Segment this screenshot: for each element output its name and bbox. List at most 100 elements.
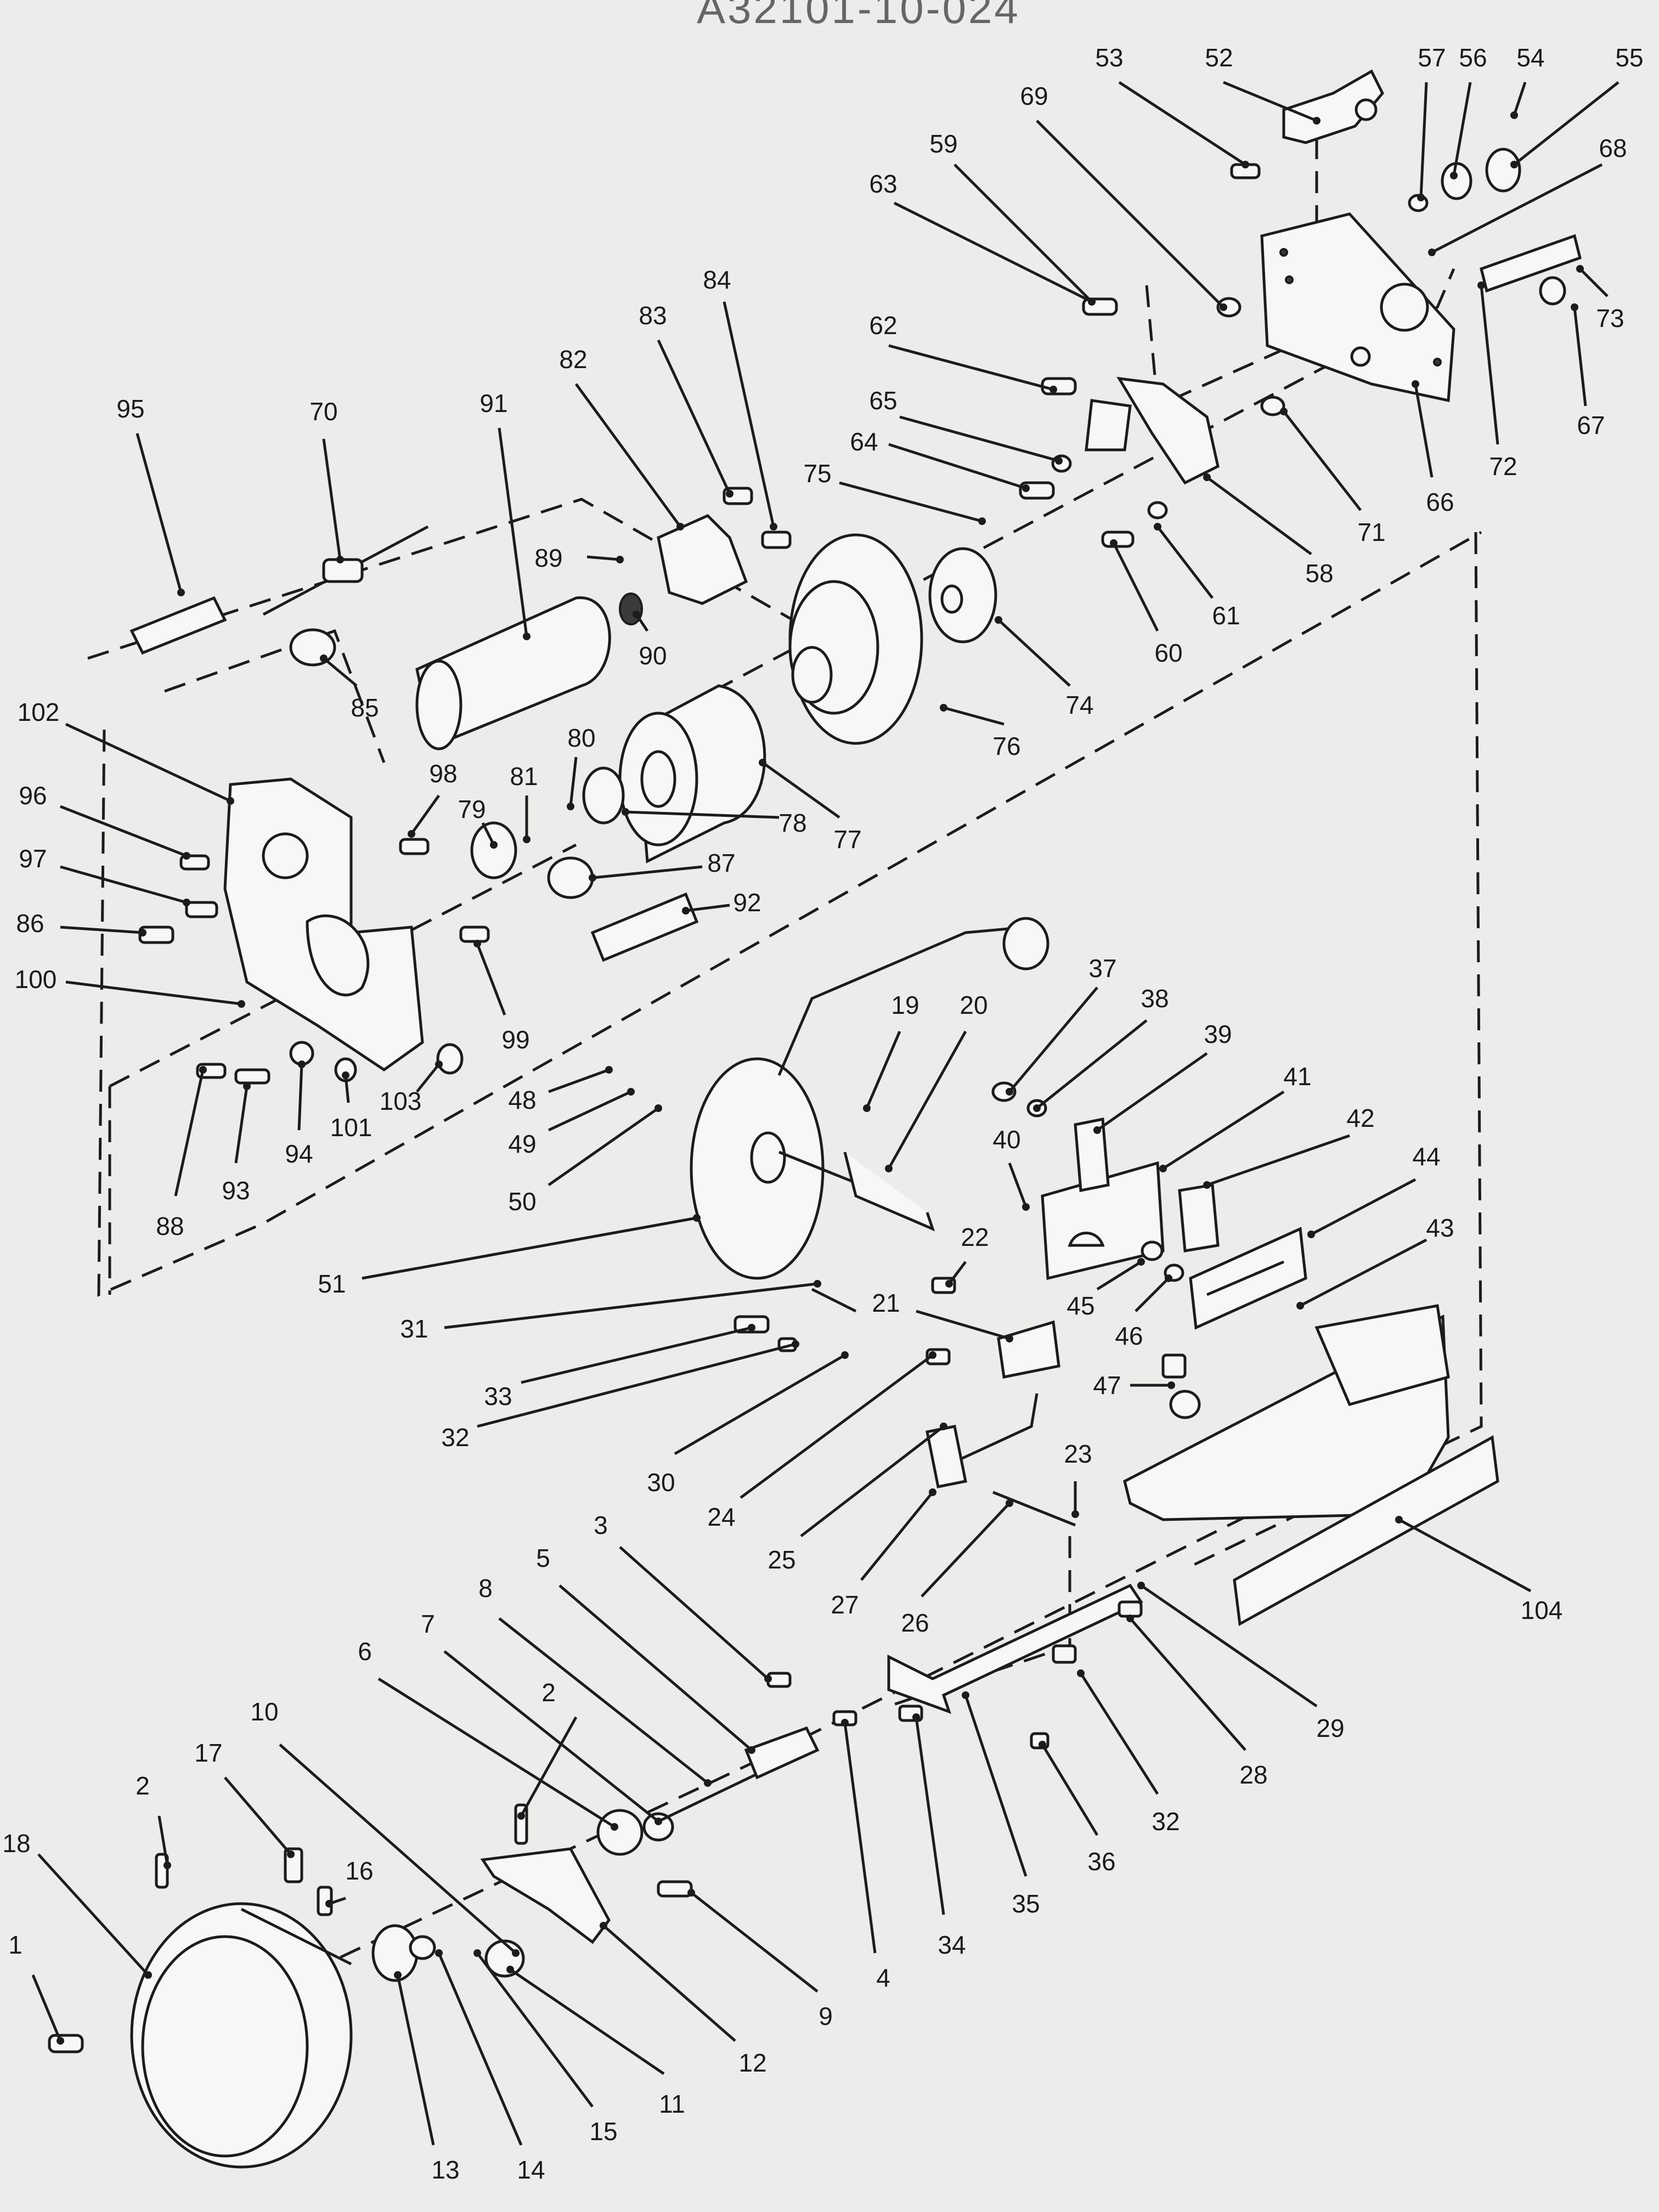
leader-arrowhead: [199, 1066, 207, 1074]
leader-arrowhead: [995, 616, 1002, 624]
leader-arrowhead: [1137, 1582, 1145, 1589]
leader-arrowhead: [1395, 1516, 1403, 1523]
leader-arrowhead: [336, 556, 344, 563]
leader-line-3: [619, 1546, 769, 1680]
leader-arrowhead: [435, 1060, 443, 1068]
leader-arrowhead: [473, 1949, 481, 1957]
leader-line-63: [893, 201, 1093, 303]
leader-arrowhead: [814, 1280, 821, 1288]
leader-arrowhead: [978, 517, 986, 525]
leader-line-55: [1513, 81, 1620, 166]
callout-4: 4: [876, 1963, 890, 1992]
callout-73: 73: [1596, 304, 1624, 332]
leader-line-101: [344, 1075, 350, 1103]
leader-arrowhead: [1071, 1510, 1079, 1518]
leader-line-67: [1573, 307, 1587, 407]
callout-59: 59: [929, 129, 958, 158]
callout-12: 12: [738, 2049, 767, 2077]
leader-arrowhead: [759, 759, 766, 766]
leader-line-45: [1096, 1260, 1142, 1291]
leader-line-8: [498, 1617, 709, 1784]
leader-line-95: [136, 433, 183, 593]
leader-arrowhead: [940, 1423, 947, 1430]
leader-arrowhead: [1428, 249, 1436, 256]
leader-line-85: [323, 657, 358, 687]
leader-arrowhead: [1110, 539, 1118, 547]
callout-35: 35: [1012, 1889, 1040, 1918]
callout-97: 97: [19, 844, 47, 873]
callout-66: 66: [1426, 488, 1454, 516]
leader-line-11: [509, 1968, 665, 2075]
roller-shaft: [1480, 234, 1582, 293]
callout-91: 91: [479, 389, 508, 417]
callout-15: 15: [589, 2117, 618, 2146]
callout-84: 84: [703, 266, 731, 294]
leader-line-71: [1283, 410, 1362, 511]
leader-line-89: [586, 555, 620, 561]
callout-60: 60: [1154, 639, 1183, 667]
seal-ring: [582, 766, 625, 825]
leader-line-58: [1206, 476, 1312, 556]
leader-line-87: [592, 865, 703, 879]
leader-arrowhead: [885, 1165, 893, 1172]
leader-arrowhead: [693, 1214, 701, 1222]
leader-line-103: [416, 1063, 440, 1093]
callout-79: 79: [458, 795, 486, 823]
leader-arrowhead: [320, 654, 328, 662]
leader-arrowhead: [1033, 1104, 1041, 1112]
leader-line-74: [997, 619, 1071, 687]
leader-arrowhead: [682, 907, 690, 915]
leader-line-32: [1079, 1672, 1159, 1795]
leader-arrowhead: [748, 1324, 755, 1331]
callout-83: 83: [639, 301, 667, 330]
leader-line-10: [279, 1743, 517, 1954]
spacer-drum: [928, 547, 997, 644]
leader-line-60: [1112, 542, 1159, 632]
callout-75: 75: [803, 459, 832, 488]
roller-93: [590, 892, 699, 962]
leader-arrowhead: [764, 1675, 772, 1683]
leader-line-21: [916, 1310, 1010, 1340]
leader-line-59: [953, 163, 1093, 303]
callout-38: 38: [1141, 984, 1169, 1013]
callout-32: 32: [441, 1423, 470, 1452]
side-plate: [1260, 212, 1455, 403]
leader-arrowhead: [57, 2037, 64, 2045]
leader-arrowhead: [1203, 473, 1211, 481]
gear-79: [470, 821, 517, 879]
leader-arrowhead: [676, 523, 684, 531]
leader-line-5: [558, 1584, 753, 1751]
leader-arrowhead: [490, 841, 498, 849]
cable-end-fitting: [1002, 917, 1049, 970]
callout-33: 33: [484, 1382, 512, 1410]
callout-72: 72: [1489, 452, 1517, 481]
leader-line-7: [443, 1650, 659, 1822]
leader-line-20: [887, 1030, 967, 1170]
leader-arrowhead: [177, 589, 185, 596]
callout-67: 67: [1577, 411, 1605, 439]
callout-69: 69: [1020, 82, 1048, 110]
leader-line-29: [1140, 1584, 1318, 1708]
callout-23: 23: [1064, 1440, 1092, 1468]
leader-arrowhead: [1022, 1203, 1030, 1211]
leader-line-79: [481, 822, 495, 846]
leader-line-82: [574, 383, 682, 528]
callout-22: 22: [961, 1223, 989, 1251]
leader-line-19: [865, 1031, 901, 1109]
callout-6: 6: [358, 1637, 372, 1666]
leader-arrowhead: [1571, 303, 1578, 311]
callout-71: 71: [1357, 518, 1386, 546]
leader-line-32: [477, 1342, 796, 1428]
leader-arrowhead: [1220, 303, 1227, 311]
callout-47: 47: [1093, 1371, 1121, 1400]
callout-51: 51: [318, 1269, 346, 1298]
callout-2: 2: [136, 1771, 150, 1800]
callout-19: 19: [891, 991, 919, 1019]
leader-arrowhead: [1576, 265, 1584, 273]
callout-77: 77: [833, 825, 862, 854]
leader-line-98: [410, 794, 441, 835]
leader-line-77: [761, 761, 840, 819]
leader-line-2: [520, 1716, 578, 1817]
leader-arrowhead: [1039, 1741, 1046, 1748]
